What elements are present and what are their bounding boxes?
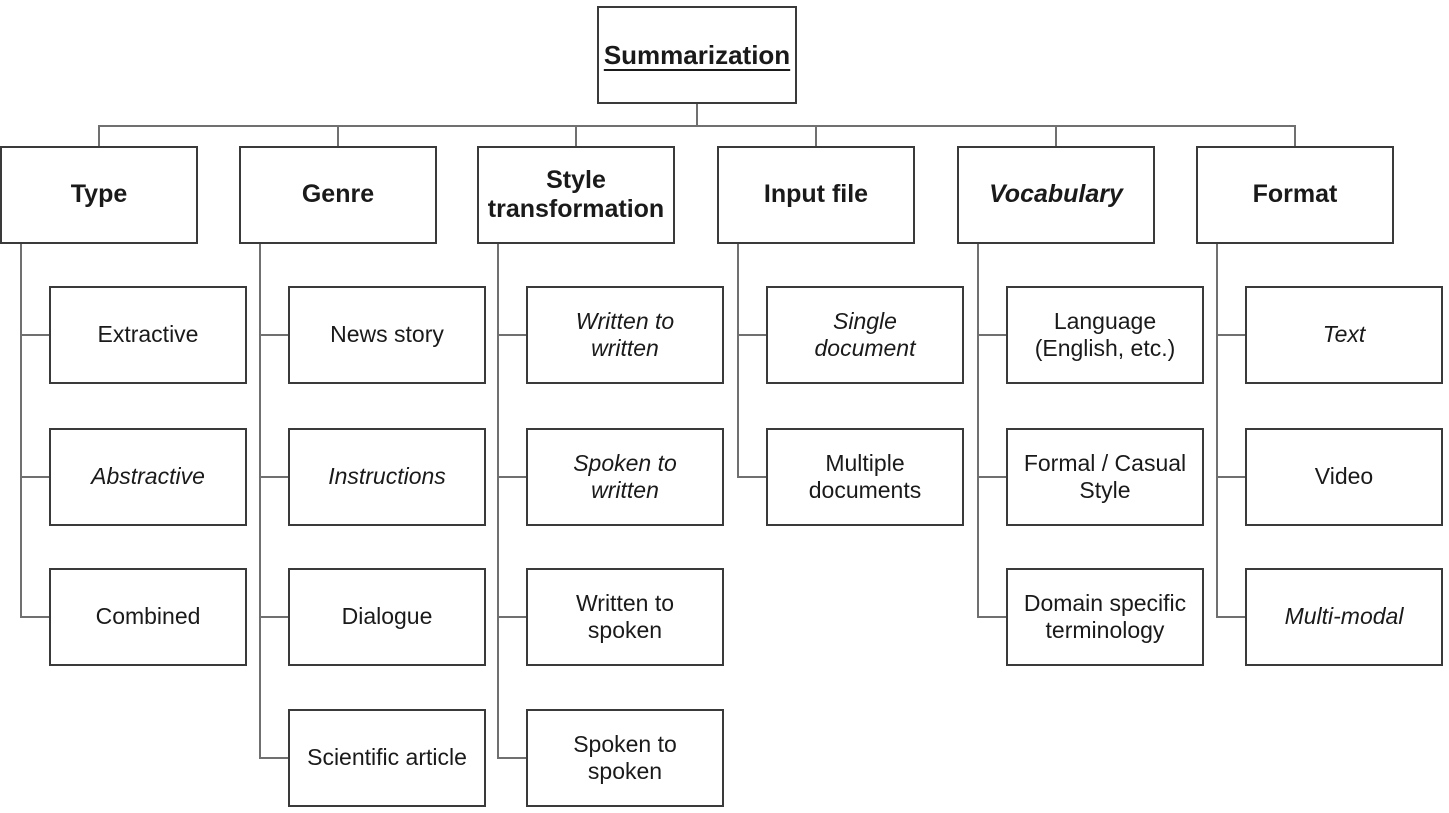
connector-stub [20, 334, 50, 336]
connector-spine-vocabulary [977, 244, 979, 617]
child-node-spoken-to-spoken: Spoken to spoken [526, 709, 724, 807]
child-node-instructions: Instructions [288, 428, 486, 526]
connector-stub [497, 334, 527, 336]
connector-stub [1216, 334, 1246, 336]
connector-stub [1216, 616, 1246, 618]
connector-stub [497, 757, 527, 759]
category-node-type: Type [0, 146, 198, 244]
child-node-language: Language (English, etc.) [1006, 286, 1204, 384]
category-node-style-transformation: Style transformation [477, 146, 675, 244]
category-node-vocabulary: Vocabulary [957, 146, 1155, 244]
connector-stub [977, 616, 1007, 618]
child-node-scientific-article: Scientific article [288, 709, 486, 807]
child-node-multiple-documents: Multiple documents [766, 428, 964, 526]
child-node-video: Video [1245, 428, 1443, 526]
category-node-format: Format [1196, 146, 1394, 244]
connector-stub [497, 476, 527, 478]
connector-stub [737, 334, 767, 336]
connector-drop-input-file [815, 125, 817, 146]
root-node-summarization: Summarization [597, 6, 797, 104]
child-node-abstractive: Abstractive [49, 428, 247, 526]
connector-drop-type [98, 125, 100, 146]
connector-drop-vocabulary [1055, 125, 1057, 146]
connector-root-stem [696, 104, 698, 125]
connector-stub [259, 334, 289, 336]
child-node-extractive: Extractive [49, 286, 247, 384]
connector-spine-type [20, 244, 22, 617]
child-node-single-document: Single document [766, 286, 964, 384]
connector-top-rail [98, 125, 1296, 127]
child-node-multi-modal: Multi-modal [1245, 568, 1443, 666]
category-node-genre: Genre [239, 146, 437, 244]
connector-stub [20, 476, 50, 478]
connector-spine-style-transformation [497, 244, 499, 758]
connector-drop-genre [337, 125, 339, 146]
child-node-news-story: News story [288, 286, 486, 384]
child-node-text: Text [1245, 286, 1443, 384]
child-node-combined: Combined [49, 568, 247, 666]
connector-spine-input-file [737, 244, 739, 477]
child-node-formal-casual-style: Formal / Casual Style [1006, 428, 1204, 526]
connector-spine-format [1216, 244, 1218, 617]
connector-stub [977, 334, 1007, 336]
child-node-written-to-written: Written to written [526, 286, 724, 384]
connector-drop-style-transformation [575, 125, 577, 146]
connector-stub [497, 616, 527, 618]
connector-spine-genre [259, 244, 261, 758]
connector-stub [259, 476, 289, 478]
child-node-dialogue: Dialogue [288, 568, 486, 666]
connector-stub [977, 476, 1007, 478]
connector-stub [259, 616, 289, 618]
child-node-written-to-spoken: Written to spoken [526, 568, 724, 666]
connector-stub [259, 757, 289, 759]
child-node-domain-specific-terminology: Domain specific terminology [1006, 568, 1204, 666]
connector-stub [737, 476, 767, 478]
connector-drop-format [1294, 125, 1296, 146]
category-node-input-file: Input file [717, 146, 915, 244]
connector-stub [20, 616, 50, 618]
connector-stub [1216, 476, 1246, 478]
child-node-spoken-to-written: Spoken to written [526, 428, 724, 526]
